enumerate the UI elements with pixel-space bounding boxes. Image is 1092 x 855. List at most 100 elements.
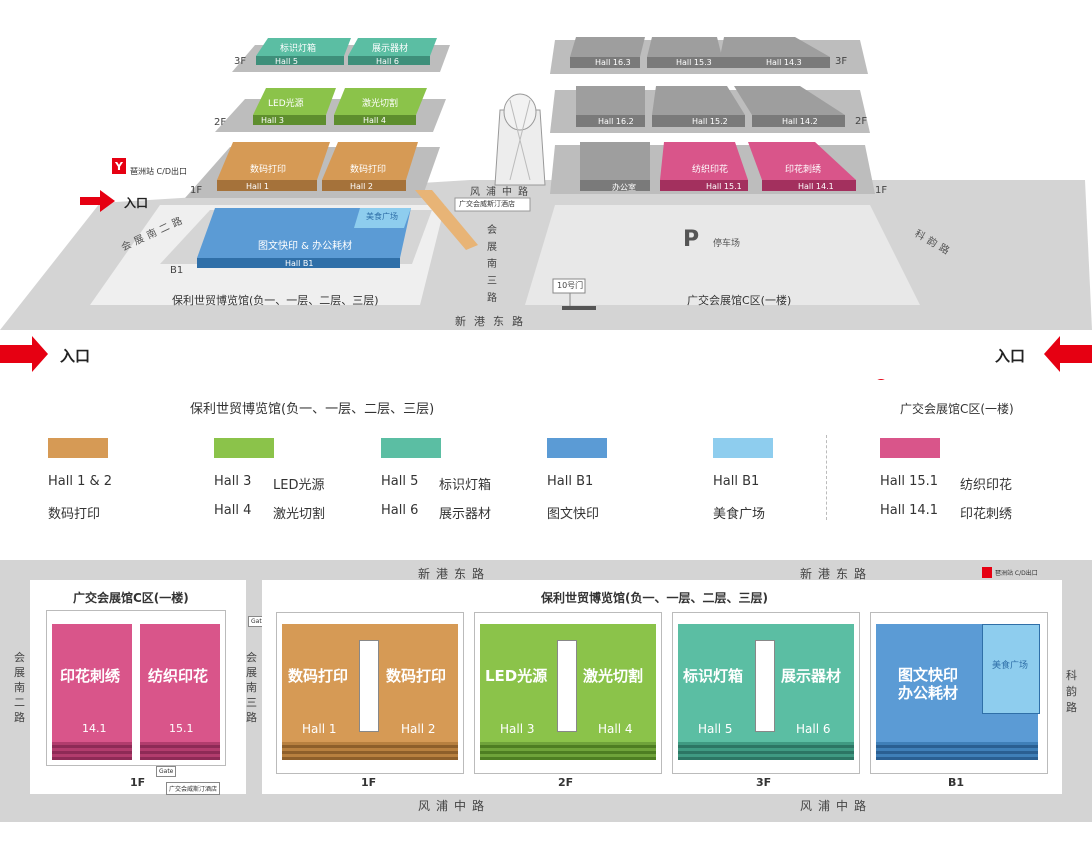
hall163-label: Hall 16.3 <box>595 58 631 67</box>
metro-logo <box>112 158 126 174</box>
hall1-label-cn: 数码打印 <box>250 165 287 175</box>
entrance-arrow-left <box>0 336 48 372</box>
legend-item-4-line2: 图文快印 <box>547 507 600 522</box>
plan-1f-steps <box>282 742 458 760</box>
legend-canton-title: 广交会展馆C区(一楼) <box>900 402 1014 416</box>
entrance-label-right: 入口 <box>995 347 1026 365</box>
plan-road-top-right: 新港东路 <box>800 567 873 581</box>
hall151-block <box>660 142 748 180</box>
plan-b1-label: B1 <box>948 776 965 789</box>
parking-icon: P <box>683 227 699 252</box>
hall3-label-cn: LED光源 <box>268 99 304 109</box>
office-block <box>580 142 650 180</box>
hall141-label: Hall 14.1 <box>798 182 834 191</box>
gate10-label: 10号门 <box>557 281 584 290</box>
office-label: 办公室 <box>612 183 636 192</box>
plan-1f-core <box>359 640 379 732</box>
legend-swatch-teal <box>381 438 441 458</box>
plan-b1-cn-2: 办公耗材 <box>898 684 959 702</box>
food-court-label: 美食广场 <box>366 212 398 221</box>
legend-item-6-hall151: Hall 15.1 <box>880 474 939 489</box>
road-kepu: 科韵路 <box>912 228 955 259</box>
road-huizhan-south2: 会展南二路 <box>119 214 188 254</box>
floor-label-2f: 2F <box>214 117 227 128</box>
hall162-base <box>576 115 645 127</box>
legend-poly-title: 保利世贸博览馆(负一、一层、二层、三层) <box>190 402 435 417</box>
hall6-block <box>348 38 437 56</box>
plan-2f-hall-left: Hall 3 <box>500 722 535 736</box>
hall6-label: Hall 6 <box>376 57 399 66</box>
plan-poly-title: 保利世贸博览馆(负一、一层、二层、三层) <box>541 591 768 605</box>
hall3-base <box>253 115 326 125</box>
plan-3f-cn-right: 展示器材 <box>781 667 842 685</box>
plan-2f-hall-right: Hall 4 <box>598 722 633 736</box>
hall1-label: Hall 1 <box>246 182 269 191</box>
hall153-base <box>647 57 722 68</box>
hall163-base <box>570 57 640 68</box>
plan-1f-label: 1F <box>361 776 377 789</box>
hall5-base <box>256 56 344 65</box>
food-court-block <box>354 208 411 228</box>
legend-item-1-line2: 数码打印 <box>48 507 101 522</box>
hall2-label-cn: 数码打印 <box>350 165 387 175</box>
plan-2f-core <box>557 640 577 732</box>
hall3-label: Hall 3 <box>261 116 284 125</box>
plan-hall151-steps <box>140 742 220 760</box>
hall152-label: Hall 15.2 <box>692 117 728 126</box>
road-huizhan-south3 <box>458 205 522 308</box>
hall5-block <box>256 38 351 56</box>
legend-item-3-hall5: Hall 5 <box>381 474 419 489</box>
hall151-label-cn: 纺织印花 <box>692 165 729 175</box>
hall152-block <box>652 86 745 115</box>
floor-label-3f: 3F <box>234 56 247 67</box>
plan-b1-food-label: 美食广场 <box>992 661 1029 671</box>
hall142-block <box>734 86 845 115</box>
hall141-label-cn: 印花刺绣 <box>785 165 822 175</box>
office-base <box>580 180 650 191</box>
legend-item-1-line1: Hall 1 & 2 <box>48 474 113 489</box>
poly-name: 保利世贸博览馆(负一、一层、二层、三层) <box>172 294 379 307</box>
legend-swatch-green <box>214 438 274 458</box>
hall5-label: Hall 5 <box>275 57 298 66</box>
hall141-base <box>762 180 856 191</box>
plan-3f-cn-left: 标识灯箱 <box>683 667 744 685</box>
plan-2f-steps <box>480 742 656 760</box>
hall162-label: Hall 16.2 <box>598 117 634 126</box>
plan-1f-cn-right: 数码打印 <box>386 667 447 685</box>
hall162-block <box>576 86 645 115</box>
floor-label-1f: 1F <box>190 185 203 196</box>
plan-hall151-num: 15.1 <box>169 722 194 735</box>
plan-2f-frame <box>474 612 662 774</box>
plan-1f-hall-right: Hall 2 <box>401 722 436 736</box>
floor-label-b1: B1 <box>170 265 184 276</box>
entrance-arrow-top-left <box>80 190 115 212</box>
plan-1f-hall-left: Hall 1 <box>302 722 337 736</box>
hotel-tag <box>454 197 531 212</box>
road-fengpu: 风浦中路 <box>470 187 534 198</box>
hall142-label: Hall 14.2 <box>782 117 818 126</box>
legend-item-3-hall6-cn: 展示器材 <box>439 507 492 522</box>
legend-item-3-hall6: Hall 6 <box>381 503 419 518</box>
plan-2f-cn-right: 激光切割 <box>583 667 644 685</box>
hall5-label-cn: 标识灯箱 <box>280 44 317 54</box>
plan-3f-core <box>755 640 775 732</box>
location-pin-canton <box>877 379 885 380</box>
hall153-label: Hall 15.3 <box>676 58 712 67</box>
entrance-label-top-left: 入口 <box>124 196 149 210</box>
road-xingang-east: 新港东路 <box>455 315 531 328</box>
hall151-label: Hall 15.1 <box>706 182 742 191</box>
hall163-block <box>570 37 645 57</box>
plan-3f-hall-left: Hall 5 <box>698 722 733 736</box>
legend-item-5-line2: 美食广场 <box>713 507 766 522</box>
plan-road-left: 会展南二路 <box>14 651 25 724</box>
plan-hotel-tag: 广交会威斯汀酒店 <box>166 782 221 795</box>
legend-item-3-hall5-cn: 标识灯箱 <box>439 478 492 493</box>
legend-swatch-orange <box>48 438 108 458</box>
hall153-block <box>647 37 722 57</box>
hall4-label-cn: 激光切割 <box>362 99 399 109</box>
legend: 保利世贸博览馆(负一、一层、二层、三层) 广交会展馆C区(一楼) Hall 1 … <box>0 380 1092 550</box>
plan-canton-floor: 1F <box>130 776 146 789</box>
hall143-block <box>720 37 830 57</box>
floor-label-1f-right: 1F <box>875 185 888 196</box>
